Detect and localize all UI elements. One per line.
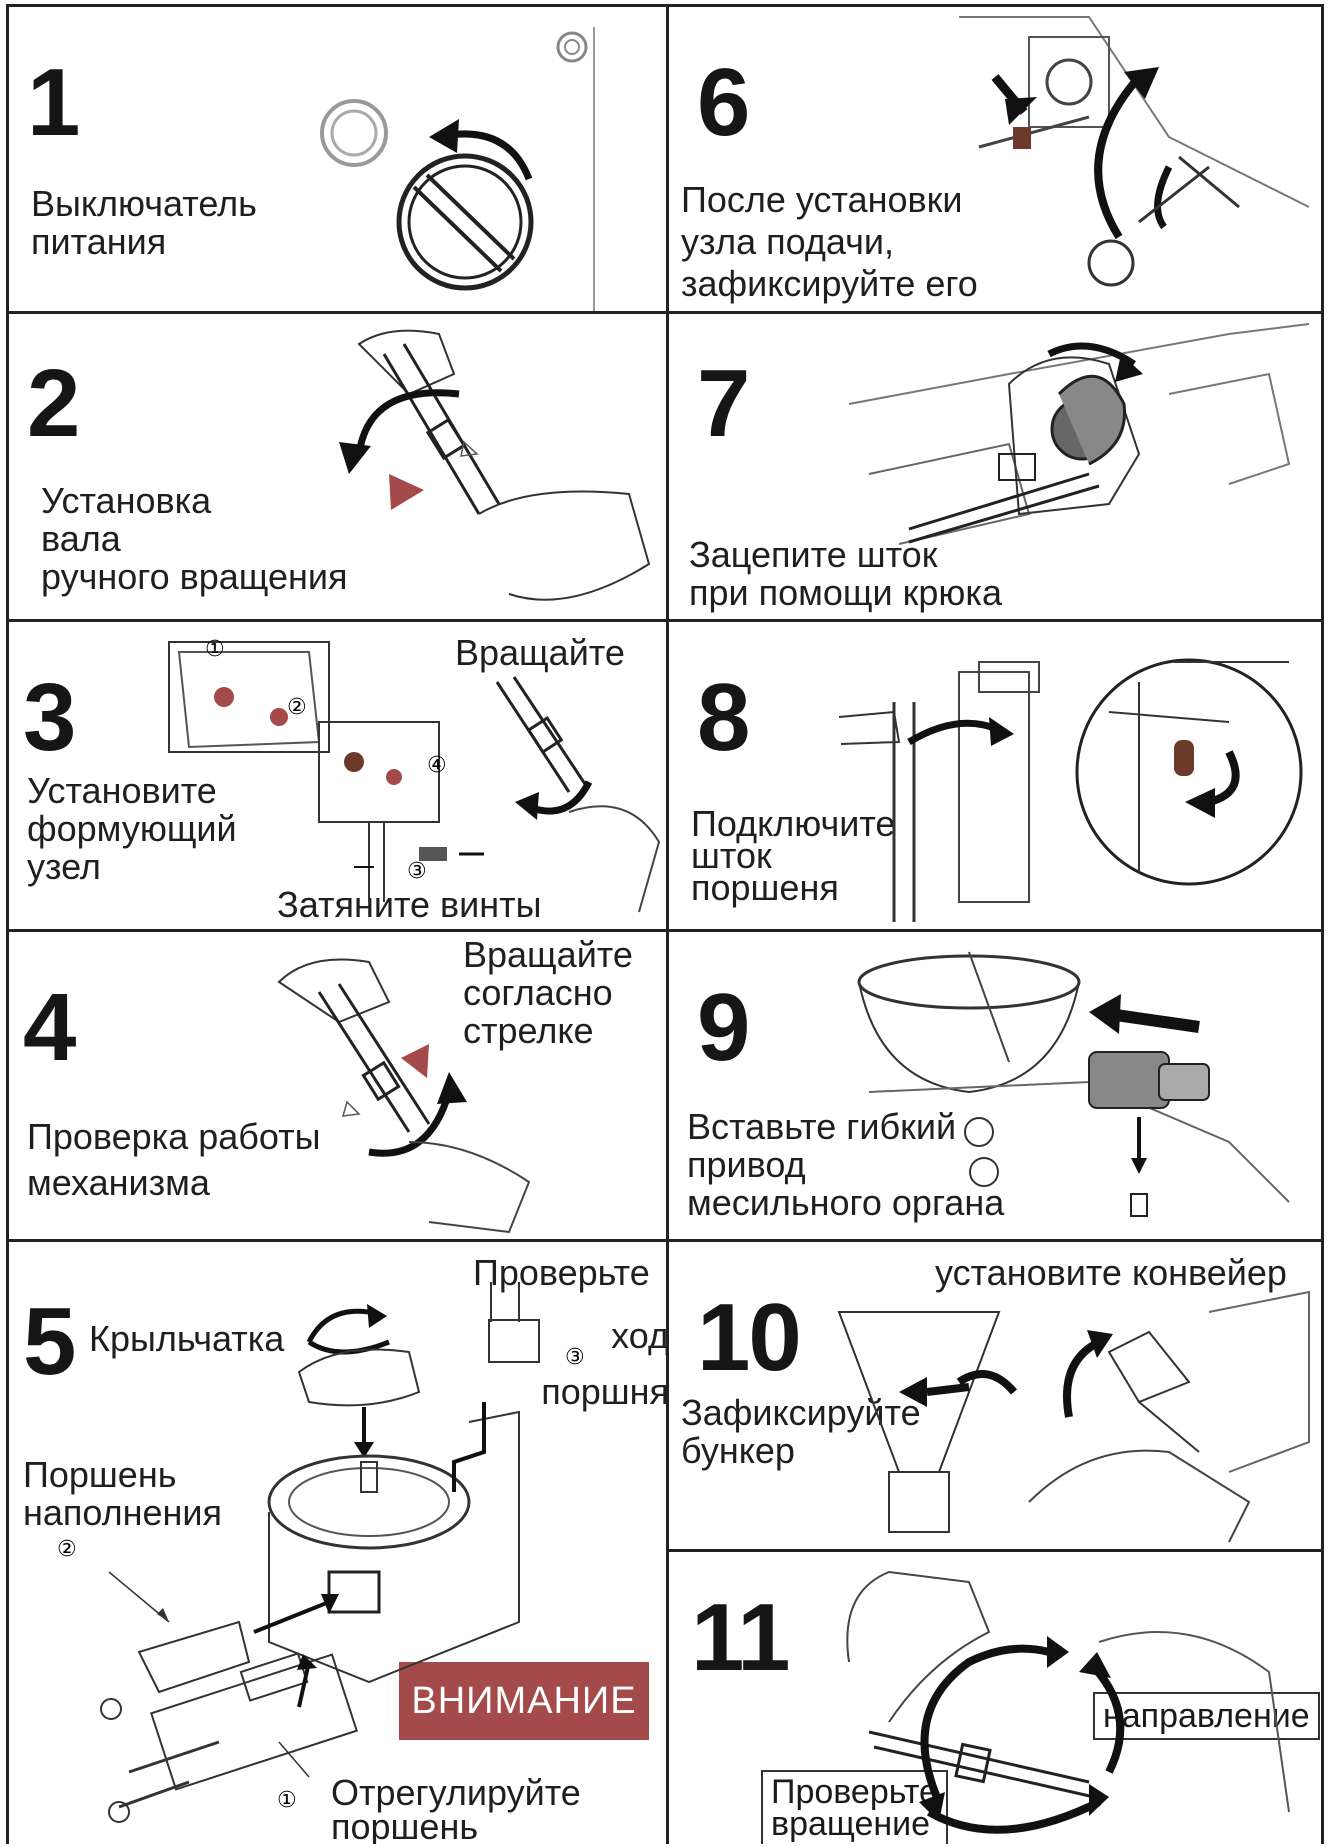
- forming-unit-illustration: ① ② ④ ③: [9, 622, 669, 932]
- hand-shaft-illustration: [9, 314, 669, 622]
- marker-2: ②: [57, 1537, 77, 1562]
- mechanism-check-illustration: [9, 932, 669, 1242]
- marker-1: ①: [205, 637, 225, 662]
- piston-rod-illustration: [669, 622, 1321, 932]
- panel-step-11: 11 направление Проверьте вращение: [669, 1552, 1321, 1844]
- feed-unit-illustration: [669, 7, 1321, 314]
- panel-step-7: 7 Зацепите шток при помощи крюка: [669, 314, 1321, 622]
- panel-step-2: 2 Установка вала ручного вращения: [9, 314, 669, 622]
- hopper-conveyor-illustration: [669, 1242, 1321, 1552]
- marker-3: ③: [407, 859, 427, 884]
- panel-step-3: 3 Установите формующий узел Вращайте Зат…: [9, 622, 669, 932]
- panel-step-8: 8 Подключите шток поршеня: [669, 622, 1321, 932]
- panel-step-1: 1 Выключатель питания: [9, 7, 669, 314]
- marker-1: ①: [277, 1788, 297, 1813]
- instruction-sheet: 1 Выключатель питания 6 После установки …: [6, 4, 1324, 1844]
- panel-step-9: 9 Вставьте гибкий привод месильного орга…: [669, 932, 1321, 1242]
- panel-step-4: 4 Проверка работы механизма Вращайте сог…: [9, 932, 669, 1242]
- panel-step-6: 6 После установки узла подачи, зафиксиру…: [669, 7, 1321, 314]
- power-switch-illustration: [9, 7, 669, 314]
- marker-2: ②: [287, 695, 307, 720]
- flexible-drive-illustration: [669, 932, 1321, 1242]
- marker-4: ④: [427, 753, 447, 778]
- rotation-check-illustration: [669, 1552, 1321, 1844]
- panel-step-5: 5 Крыльчатка Проверьте ход поршня Поршен…: [9, 1242, 669, 1844]
- marker-3: ③: [565, 1345, 585, 1370]
- piston-assembly-illustration: ③ ② ①: [9, 1242, 669, 1844]
- panel-step-10: 10 Зафиксируйте бункер установите конвей…: [669, 1242, 1321, 1552]
- rod-hook-illustration: [669, 314, 1321, 622]
